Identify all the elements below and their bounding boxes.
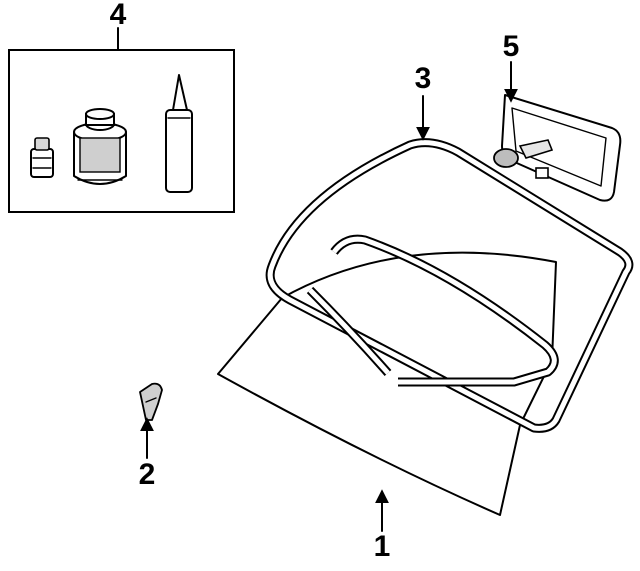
callout-4-label: 4 <box>110 0 127 31</box>
callout-5-label: 5 <box>503 30 520 63</box>
mirror-bracket-clip <box>139 382 163 421</box>
callout-2-label: 2 <box>139 458 156 491</box>
callout-3-label: 3 <box>415 62 432 95</box>
rearview-mirror <box>493 94 622 202</box>
primer-bottle <box>30 137 54 178</box>
adhesive-canister <box>73 108 127 185</box>
windshield-glass <box>217 251 557 516</box>
sealant-cartridge <box>165 74 193 193</box>
callout-1-label: 1 <box>374 530 391 563</box>
windshield-moulding <box>265 138 634 433</box>
urethane-kit-group <box>8 27 235 213</box>
